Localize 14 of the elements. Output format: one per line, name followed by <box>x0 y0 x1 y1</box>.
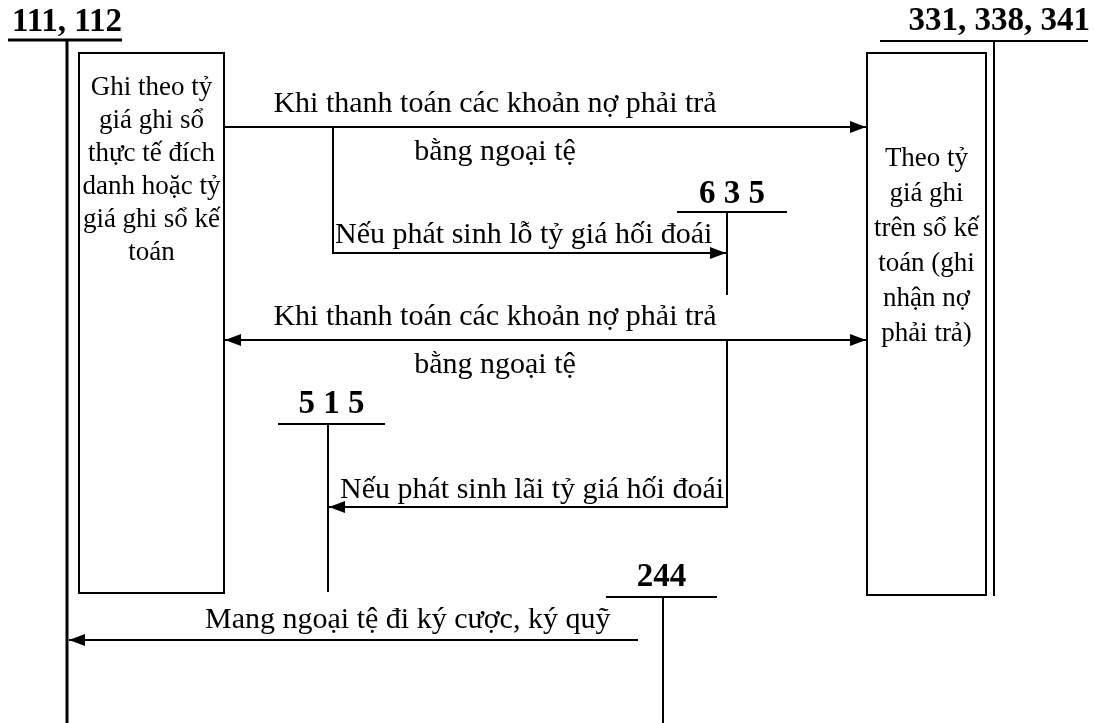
arrow <box>224 126 727 259</box>
edge-label: Khi thanh toán các khoản nợ phải trả bằng ngoại tệ <box>272 297 718 381</box>
edge-label: Mang ngoại tệ đi ký cược, ký quỹ <box>205 600 611 636</box>
edge-label: Khi thanh toán các khoản nợ phải trả bằng ngoại tệ <box>272 84 718 168</box>
account-number: 111, 112 <box>12 2 123 38</box>
edge-label: Nếu phát sinh lỗ tỷ giá hối đoái <box>335 215 713 251</box>
note-box: Theo tỷ giá ghi trên sổ kế toán (ghi nhận nợ phải trả) <box>866 52 987 596</box>
account-number: 331, 338, 341 <box>908 1 1090 37</box>
account-number: 244 <box>635 557 688 593</box>
account-number: 5 1 5 <box>297 384 366 420</box>
note-box: Ghi theo tỷ giá ghi sổ thực tế đích danh hoặc tỷ giá ghi sổ kế toán <box>78 52 225 594</box>
account-number: 6 3 5 <box>698 174 766 210</box>
edge-label: Nếu phát sinh lãi tỷ giá hối đoái <box>340 470 725 506</box>
arrow <box>68 634 639 646</box>
